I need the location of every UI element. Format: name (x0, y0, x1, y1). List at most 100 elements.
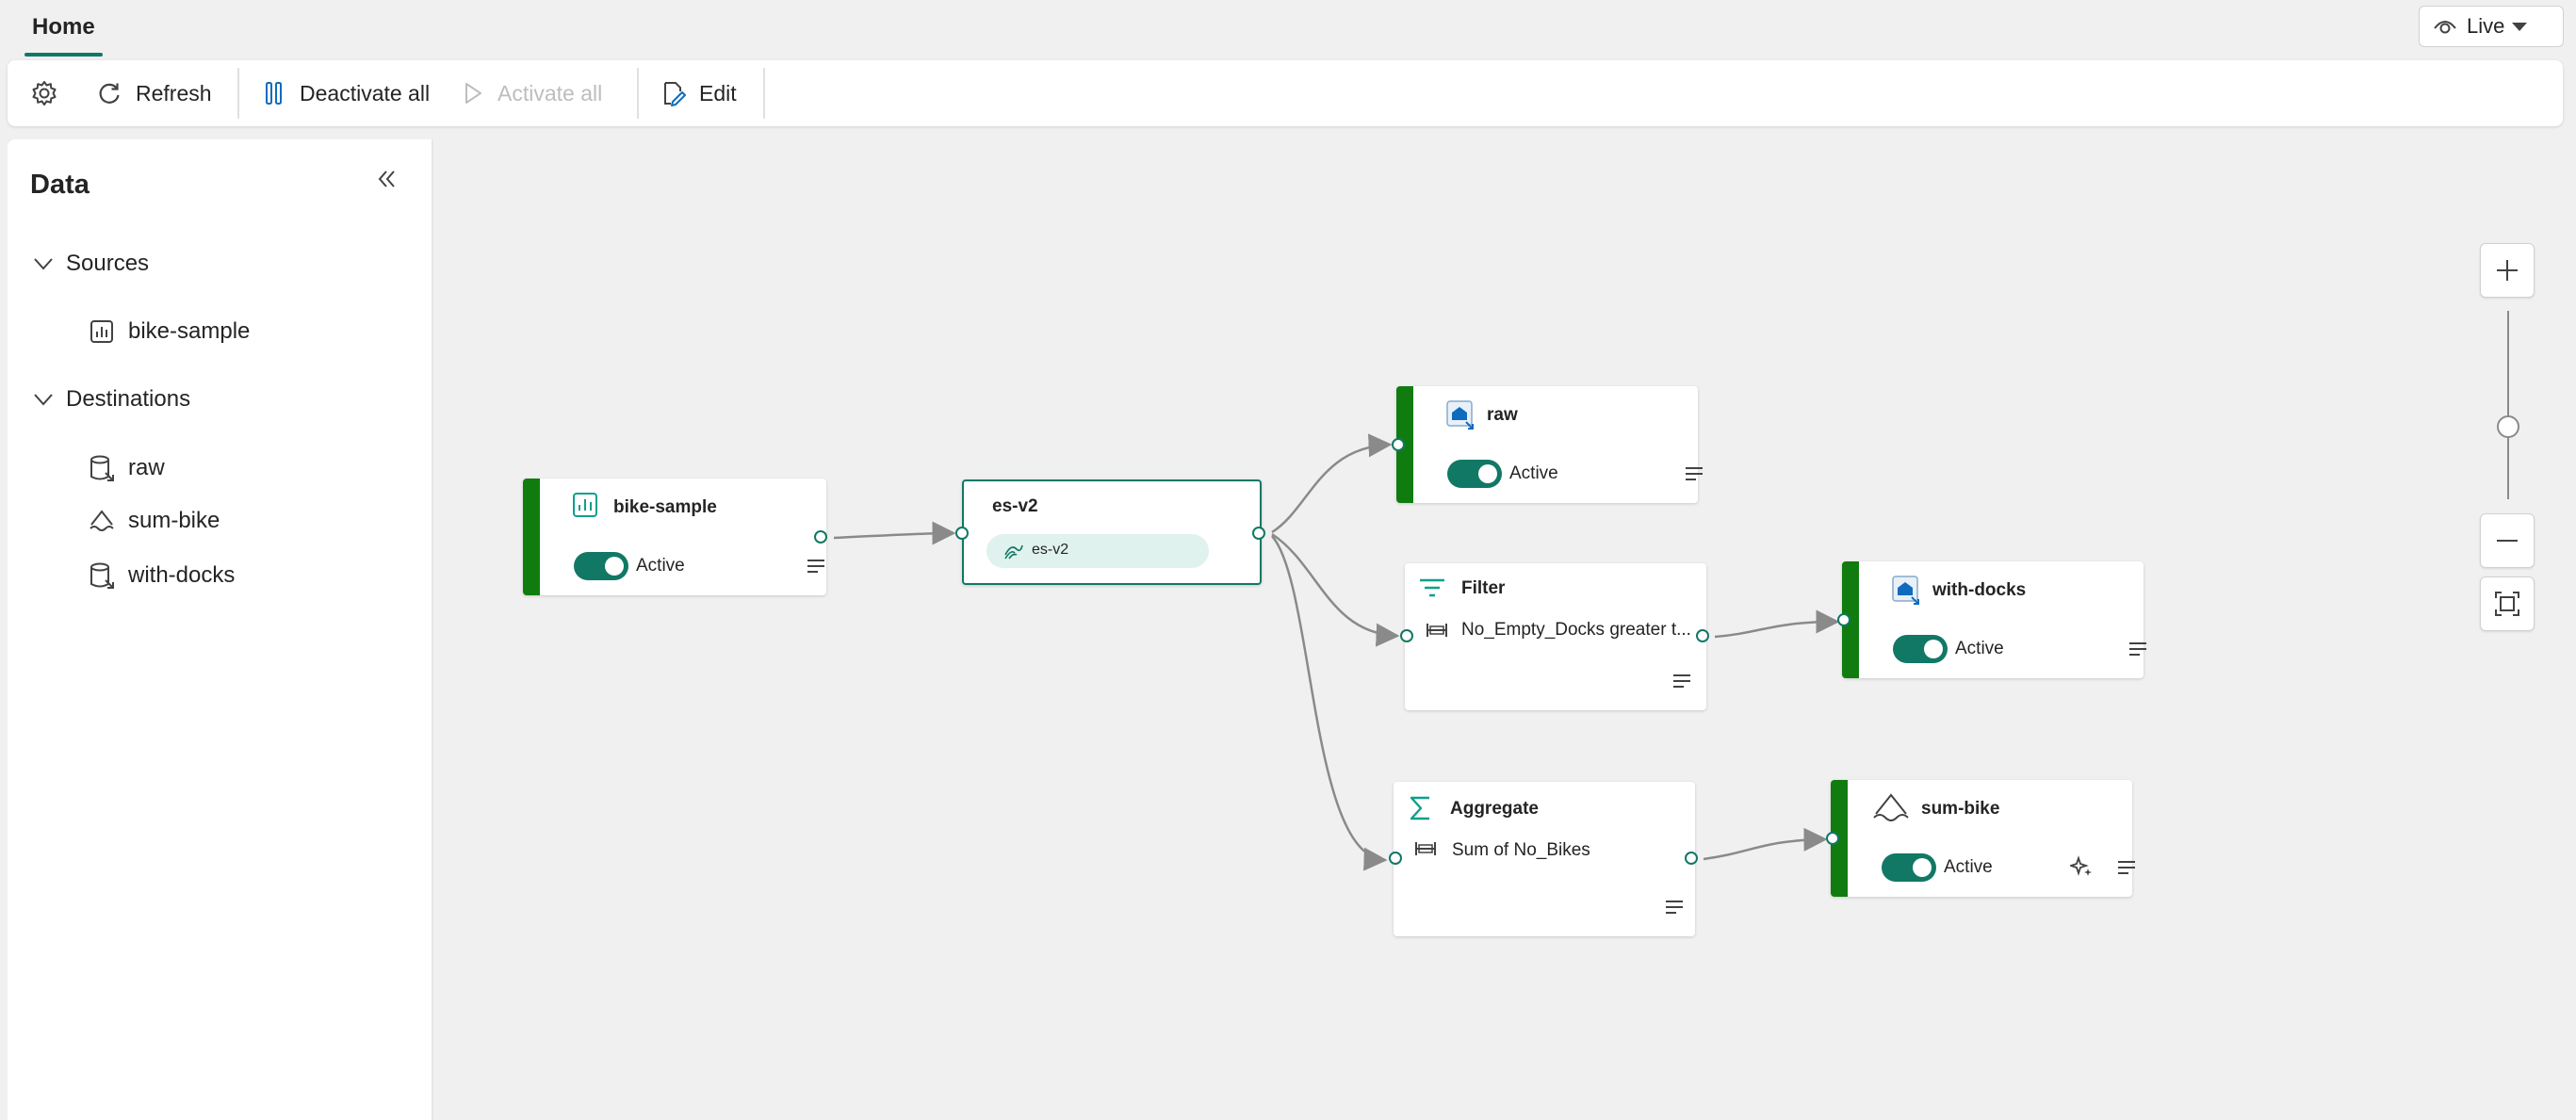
eye-icon (2434, 21, 2456, 34)
connector-line (1703, 827, 1828, 861)
column-icon (1427, 624, 1447, 637)
tree-item-raw[interactable]: raw (89, 454, 165, 482)
tree-item-bike-sample[interactable]: bike-sample (89, 318, 250, 345)
panel-title: Data (30, 170, 90, 200)
stream-chip: es-v2 (986, 534, 1209, 568)
node-title: Filter (1461, 578, 1506, 598)
view-mode-dropdown[interactable]: Live (2419, 6, 2564, 47)
edit-icon (664, 82, 686, 106)
tree-item-with-docks[interactable]: with-docks (89, 561, 235, 590)
refresh-button[interactable]: Refresh (96, 60, 212, 126)
destination-node-sum-bike[interactable]: sum-bike Active (1831, 780, 2135, 897)
sources-section-header[interactable]: Sources (32, 251, 149, 277)
chart-icon (90, 320, 113, 343)
input-port[interactable] (1392, 438, 1405, 451)
data-panel: Data Sources bike-sample Destinations ra… (8, 139, 433, 1120)
database-icon (90, 562, 114, 589)
collapse-panel-button[interactable] (375, 168, 398, 195)
refresh-icon (99, 83, 120, 104)
aggregate-expression: Sum of No_Bikes (1452, 840, 1590, 860)
tree-item-label: bike-sample (128, 318, 251, 344)
toolbar-divider (763, 68, 765, 119)
menu-icon[interactable] (807, 558, 825, 575)
tree-item-label: with-docks (128, 562, 236, 588)
output-port[interactable] (1252, 527, 1265, 540)
source-node-bike-sample[interactable]: bike-sample Active (523, 479, 826, 595)
database-icon (90, 455, 114, 481)
destinations-section-header[interactable]: Destinations (32, 386, 190, 413)
zoom-out-button[interactable] (2480, 513, 2535, 568)
menu-icon[interactable] (1672, 673, 1691, 690)
connector-line (833, 521, 956, 545)
play-icon (465, 83, 481, 104)
input-port[interactable] (1400, 629, 1413, 642)
sparkle-icon[interactable] (2070, 855, 2093, 878)
node-title: Aggregate (1450, 799, 1539, 819)
connector-line (1271, 535, 1388, 871)
output-port[interactable] (814, 530, 827, 544)
sigma-icon (1410, 796, 1429, 820)
refresh-label: Refresh (136, 80, 212, 106)
node-title: sum-bike (1921, 799, 2000, 819)
destination-node-raw[interactable]: raw Active (1396, 386, 1703, 503)
menu-icon[interactable] (1665, 899, 1684, 916)
input-port[interactable] (1389, 852, 1402, 865)
chevron-down-icon (34, 258, 53, 270)
filter-icon (1420, 578, 1444, 597)
fit-screen-icon (2495, 592, 2519, 616)
status-label: Active (1955, 639, 2004, 658)
pause-icon (266, 82, 282, 105)
chevron-down-icon (34, 394, 53, 406)
destination-node-with-docks[interactable]: with-docks Active (1842, 561, 2147, 678)
eventhouse-icon (1446, 400, 1474, 430)
input-port[interactable] (1837, 613, 1850, 626)
input-port[interactable] (1826, 832, 1839, 845)
fit-to-screen-button[interactable] (2480, 576, 2535, 631)
tree-item-sum-bike[interactable]: sum-bike (89, 508, 220, 534)
filter-condition: No_Empty_Docks greater t... (1461, 620, 1691, 640)
connector-line (1714, 609, 1840, 639)
plus-icon (2497, 260, 2518, 281)
zoom-slider-thumb[interactable] (2497, 415, 2519, 438)
minus-icon (2497, 540, 2518, 542)
lakehouse-icon (1873, 793, 1909, 821)
zoom-slider-track[interactable] (2507, 311, 2509, 499)
deactivate-all-label: Deactivate all (300, 80, 431, 106)
operation-node-aggregate[interactable]: Aggregate Sum of No_Bikes (1394, 782, 1695, 936)
chart-icon (573, 493, 597, 517)
column-icon (1415, 842, 1436, 855)
edit-button[interactable]: Edit (660, 60, 737, 126)
activate-all-button[interactable]: Activate all (462, 60, 602, 126)
active-toggle[interactable] (1893, 635, 1948, 663)
connector-line (1271, 433, 1393, 534)
node-title: with-docks (1932, 580, 2027, 600)
operation-node-filter[interactable]: Filter No_Empty_Docks greater t... (1405, 563, 1706, 710)
tree-item-label: sum-bike (128, 508, 220, 533)
settings-button[interactable] (30, 60, 72, 126)
tab-home[interactable]: Home (24, 8, 103, 57)
output-port[interactable] (1685, 852, 1698, 865)
toolbar: Refresh Deactivate all Activate all Edit (8, 60, 2563, 126)
double-chevron-left-icon (378, 170, 395, 187)
active-toggle[interactable] (1447, 460, 1502, 488)
menu-icon[interactable] (2117, 859, 2136, 876)
eventhouse-icon (1892, 576, 1919, 605)
activate-all-label: Activate all (497, 80, 603, 106)
active-toggle[interactable] (1882, 853, 1936, 882)
status-label: Active (1944, 857, 1993, 877)
input-port[interactable] (955, 527, 969, 540)
top-tab-bar: Home Live (0, 0, 2576, 58)
zoom-in-button[interactable] (2480, 243, 2535, 298)
lakehouse-icon (90, 510, 114, 531)
active-toggle[interactable] (574, 552, 628, 580)
menu-icon[interactable] (2128, 641, 2147, 657)
output-port[interactable] (1696, 629, 1709, 642)
stream-node-es-v2[interactable]: es-v2 es-v2 (962, 479, 1262, 585)
chevron-down-icon (2512, 22, 2528, 31)
menu-icon[interactable] (1685, 465, 1704, 482)
node-title: es-v2 (992, 496, 1038, 516)
tree-item-label: raw (128, 455, 165, 480)
deactivate-all-button[interactable]: Deactivate all (262, 60, 430, 126)
destinations-label: Destinations (66, 386, 191, 412)
view-mode-label: Live (2467, 14, 2505, 38)
